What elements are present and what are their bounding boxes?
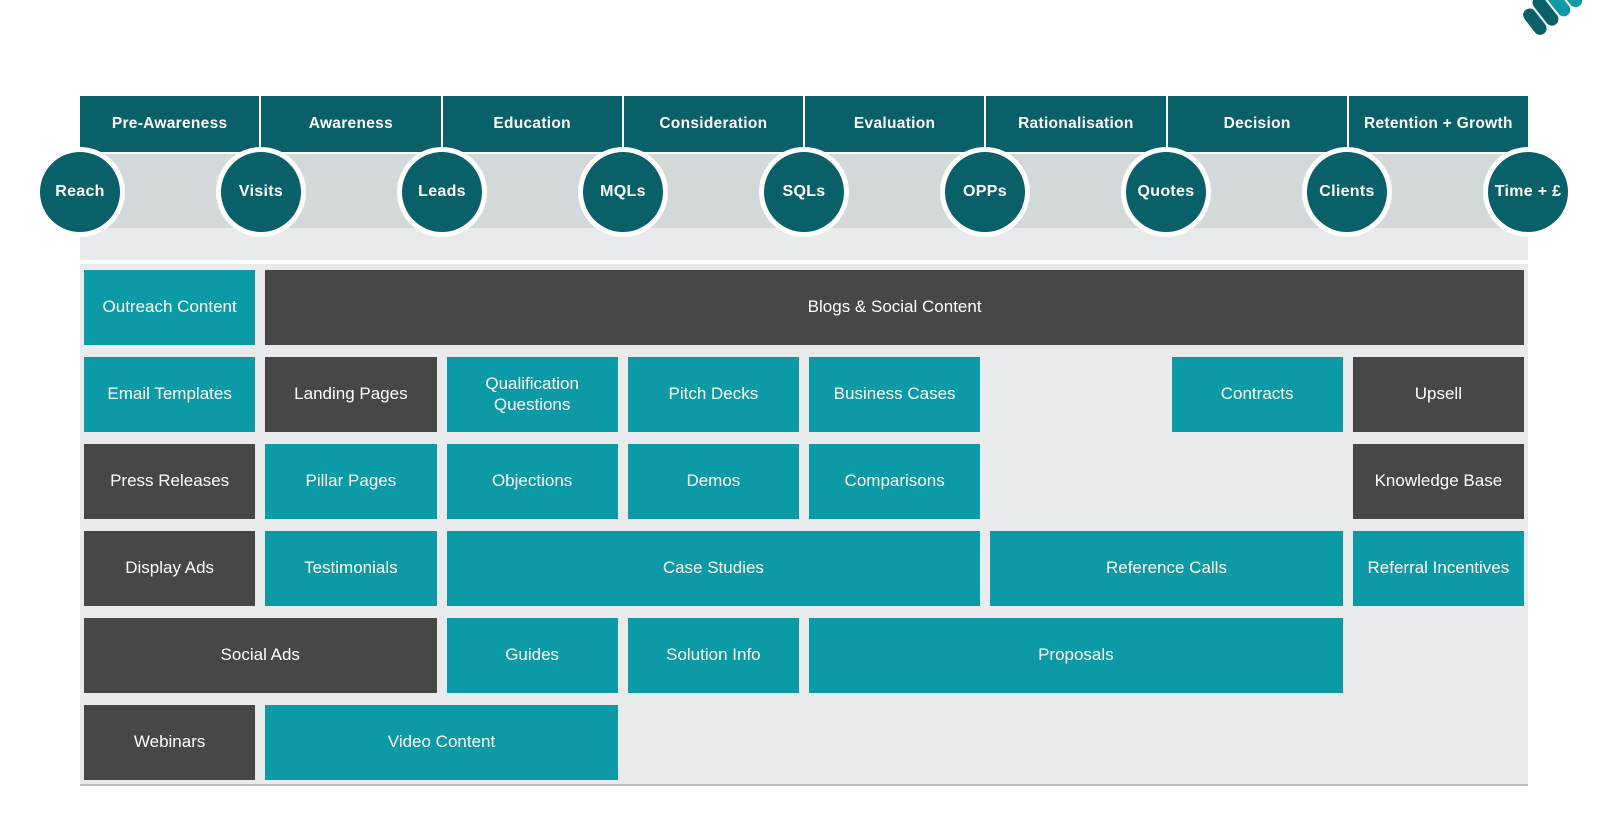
asset-cell: Solution Info [624,612,803,699]
asset-tile-empty [990,357,1161,432]
asset-tile-video-content[interactable]: Video Content [265,705,618,780]
asset-tile-email-templates[interactable]: Email Templates [84,357,256,432]
asset-cell: Objections [443,438,622,525]
asset-tile-comparisons[interactable]: Comparisons [809,444,981,519]
handshake-icon [1523,0,1583,35]
metric-circle-1[interactable]: Reach [35,147,125,237]
asset-tile-webinars[interactable]: Webinars [84,705,256,780]
metric-circle-5[interactable]: SQLs [759,147,849,237]
asset-tile-empty [628,705,1524,780]
asset-tile-guides[interactable]: Guides [446,618,618,693]
asset-cell: Proposals [805,612,1347,699]
asset-cell: Reference Calls [986,525,1347,612]
stage-header-4[interactable]: Consideration [623,96,803,152]
metric-circle-8[interactable]: Clients [1302,147,1392,237]
asset-tile-case-studies[interactable]: Case Studies [446,531,981,606]
bottom-rule [80,784,1528,786]
asset-cell: Video Content [261,699,622,786]
asset-cell: Webinars [80,699,259,786]
stage-header-7[interactable]: Decision [1167,96,1347,152]
asset-cell: Pillar Pages [261,438,440,525]
asset-cell: Landing Pages [261,351,440,438]
stage-header-6[interactable]: Rationalisation [986,96,1166,152]
asset-tile-objections[interactable]: Objections [446,444,618,519]
asset-tile-social-ads[interactable]: Social Ads [84,618,437,693]
asset-tile-outreach-content[interactable]: Outreach Content [84,270,256,345]
asset-cell [986,438,1347,525]
stage-header-8[interactable]: Retention + Growth [1348,96,1528,152]
asset-cell: Business Cases [805,351,984,438]
asset-cell: Demos [624,438,803,525]
metric-circle-3[interactable]: Leads [397,147,487,237]
asset-cell: Blogs & Social Content [261,264,1528,351]
stage-header-1[interactable]: Pre-Awareness [80,96,260,152]
asset-cell: Social Ads [80,612,441,699]
asset-tile-empty [1353,618,1524,693]
asset-tile-landing-pages[interactable]: Landing Pages [265,357,437,432]
stage-header-3[interactable]: Education [442,96,622,152]
asset-cell: Case Studies [443,525,985,612]
asset-cell: Testimonials [261,525,440,612]
asset-tile-display-ads[interactable]: Display Ads [84,531,256,606]
asset-cell [986,351,1165,438]
stage-header-2[interactable]: Awareness [261,96,441,152]
asset-tile-empty [990,444,1343,519]
asset-cell: Knowledge Base [1349,438,1528,525]
metric-circle-7[interactable]: Quotes [1121,147,1211,237]
asset-tile-contracts[interactable]: Contracts [1171,357,1343,432]
asset-cell: Qualification Questions [443,351,622,438]
metric-circle-2[interactable]: Visits [216,147,306,237]
metric-circle-9[interactable]: Time + £ [1483,147,1573,237]
asset-cell: Email Templates [80,351,259,438]
asset-tile-demos[interactable]: Demos [627,444,799,519]
asset-cell [1349,612,1528,699]
asset-tile-knowledge-base[interactable]: Knowledge Base [1352,444,1524,519]
asset-tile-blogs-social-content[interactable]: Blogs & Social Content [265,270,1524,345]
asset-cell: Pitch Decks [624,351,803,438]
stage-header-5[interactable]: Evaluation [805,96,985,152]
asset-cell [624,699,1528,786]
asset-cell: Upsell [1349,351,1528,438]
asset-cell: Comparisons [805,438,984,525]
asset-tile-business-cases[interactable]: Business Cases [809,357,981,432]
asset-cell: Guides [443,612,622,699]
asset-tile-solution-info[interactable]: Solution Info [627,618,799,693]
brand-logo [1498,0,1594,52]
asset-tile-upsell[interactable]: Upsell [1352,357,1524,432]
asset-tile-pitch-decks[interactable]: Pitch Decks [627,357,799,432]
asset-cell: Display Ads [80,525,259,612]
asset-tile-press-releases[interactable]: Press Releases [84,444,256,519]
asset-cell: Referral Incentives [1349,525,1528,612]
metric-circle-6[interactable]: OPPs [940,147,1030,237]
asset-tile-pillar-pages[interactable]: Pillar Pages [265,444,437,519]
asset-tile-proposals[interactable]: Proposals [809,618,1343,693]
asset-tile-qualification-questions[interactable]: Qualification Questions [446,357,618,432]
asset-cell: Press Releases [80,438,259,525]
metric-circle-4[interactable]: MQLs [578,147,668,237]
asset-cell: Outreach Content [80,264,259,351]
asset-tile-referral-incentives[interactable]: Referral Incentives [1352,531,1524,606]
asset-tile-testimonials[interactable]: Testimonials [265,531,437,606]
asset-tile-reference-calls[interactable]: Reference Calls [990,531,1343,606]
asset-cell: Contracts [1168,351,1347,438]
